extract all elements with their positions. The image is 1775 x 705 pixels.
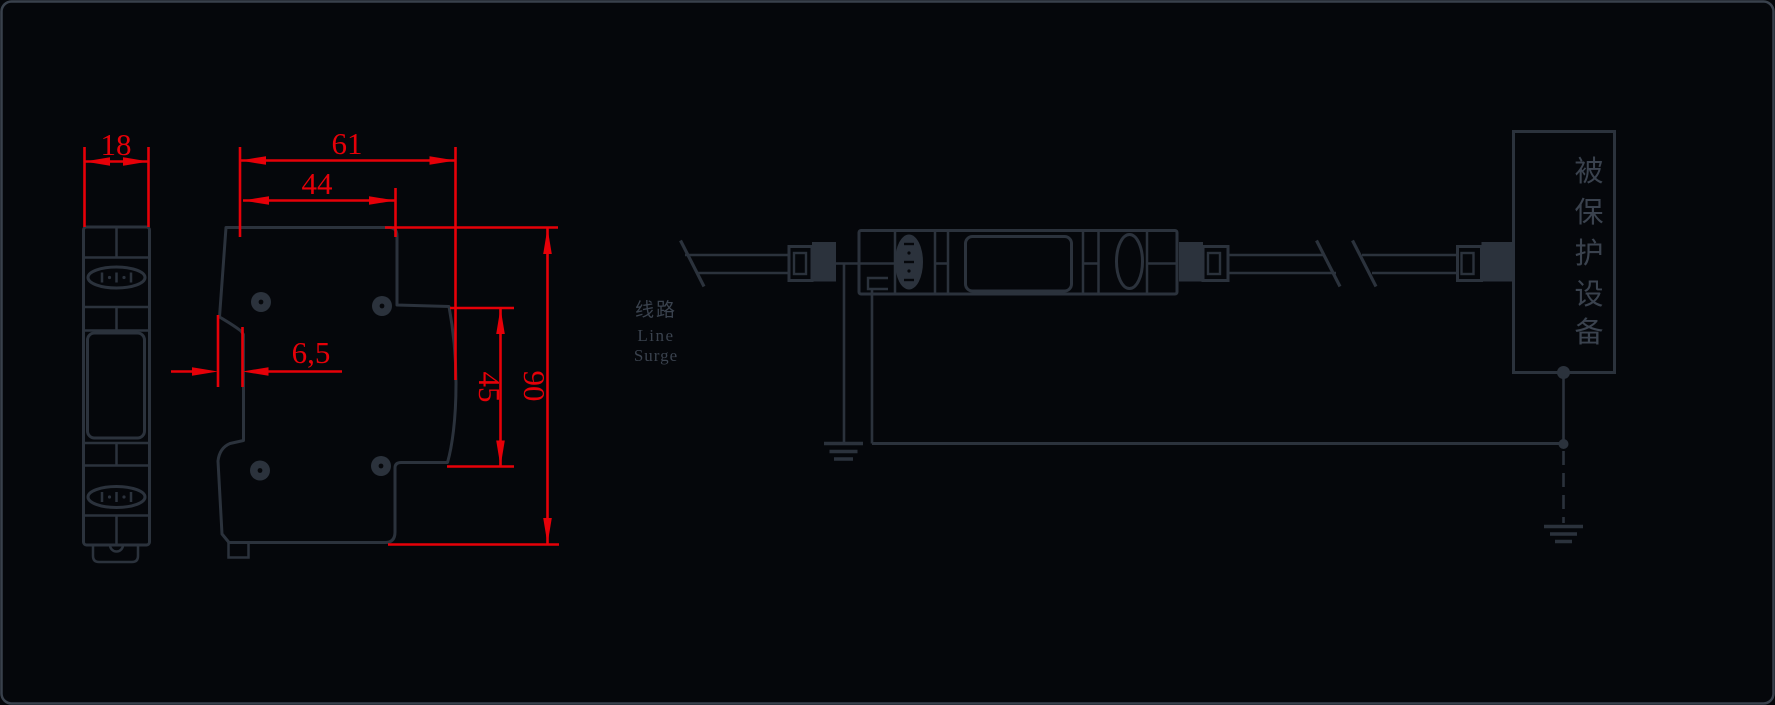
incoming-line-label: 线路 Line Surge xyxy=(634,299,678,365)
arrow-left xyxy=(243,196,269,205)
arrow-right xyxy=(192,367,218,376)
arrow-right xyxy=(429,156,456,165)
bottom-tab xyxy=(227,541,250,559)
terminal-oval-filled xyxy=(895,234,923,290)
protected-device-label: 被 保 护 设 备 xyxy=(1574,155,1603,349)
protected-device-box: 被 保 护 设 备 xyxy=(1512,130,1616,379)
dimension-61: 61 xyxy=(238,126,457,380)
svg-text:保: 保 xyxy=(1574,196,1603,229)
terminal-oval-bottom xyxy=(86,485,147,509)
svg-text:被: 被 xyxy=(1574,155,1603,188)
arrow-left xyxy=(240,156,266,165)
dimension-6-5: 6,5 xyxy=(171,315,342,387)
installation-schematic: 线路 Line Surge xyxy=(634,130,1616,544)
arrow-down xyxy=(496,440,505,467)
earth-terminal xyxy=(866,276,888,291)
dim-44-label: 44 xyxy=(302,166,334,201)
dim-18-label: 18 xyxy=(101,127,132,162)
plug-right xyxy=(1179,242,1230,282)
arrow-left xyxy=(242,367,269,376)
dim-61-label: 61 xyxy=(332,126,363,161)
connection-dot xyxy=(1557,366,1570,379)
front-view-drawing xyxy=(82,225,151,564)
cable-break-slash xyxy=(1315,239,1342,288)
screw-holes xyxy=(250,292,392,481)
dim-90-label: 90 xyxy=(517,371,552,402)
arrow-right xyxy=(369,196,395,205)
surge-protector-symbol xyxy=(857,229,1179,296)
arrow-up xyxy=(496,308,505,334)
earth-wiring xyxy=(842,263,1569,523)
svg-text:设: 设 xyxy=(1574,279,1603,311)
line-label-cn: 线路 xyxy=(635,299,677,321)
dimensions: 18 61 44 6,5 xyxy=(83,126,559,546)
dimension-18: 18 xyxy=(83,127,150,227)
dimension-90: 90 xyxy=(385,226,559,546)
terminal-oval-top xyxy=(86,265,147,290)
plug-equipment xyxy=(1456,242,1513,282)
ground-symbol-left xyxy=(824,441,863,461)
ground-symbol-right xyxy=(1544,524,1583,544)
dim-45-label: 45 xyxy=(472,372,507,403)
arrow-right xyxy=(123,157,149,166)
cable-break-slash xyxy=(679,239,706,288)
arrow-up xyxy=(543,228,552,254)
din-clip-front xyxy=(91,544,140,564)
arrow-down xyxy=(543,518,552,544)
side-profile-drawing xyxy=(216,226,458,559)
outgoing-cable xyxy=(1228,239,1458,288)
device-side-outline xyxy=(216,226,458,544)
line-label-en-2: Surge xyxy=(634,346,678,365)
dim-6-5-label: 6,5 xyxy=(292,335,331,370)
front-view-dividers xyxy=(83,227,150,545)
svg-text:备: 备 xyxy=(1574,316,1603,349)
plug-left xyxy=(787,242,859,282)
cable-break-slash xyxy=(1351,239,1378,288)
dimension-44: 44 xyxy=(243,166,397,237)
front-module-face xyxy=(86,331,146,440)
module-body xyxy=(964,235,1073,293)
svg-text:护: 护 xyxy=(1574,237,1603,270)
incoming-cable xyxy=(679,239,789,288)
dimension-45: 45 xyxy=(447,306,514,468)
terminal-oval-outline xyxy=(1115,233,1144,290)
line-label-en-1: Line xyxy=(637,326,674,345)
junction-dot xyxy=(1558,439,1569,449)
arrow-left xyxy=(84,157,110,166)
